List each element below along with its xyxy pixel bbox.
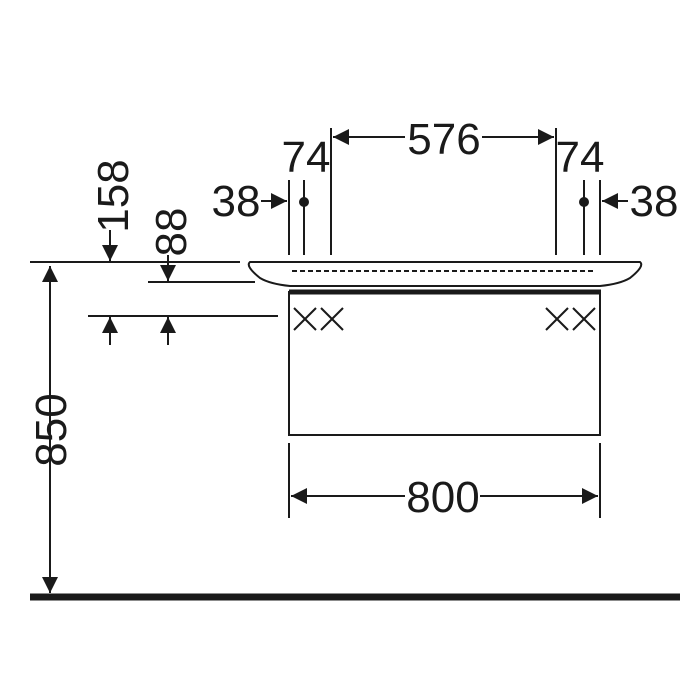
drill-point-left — [299, 197, 309, 207]
dimension-850-label: 850 — [27, 393, 76, 466]
washbasin-outline — [247, 261, 643, 287]
cabinet-body — [288, 291, 601, 436]
dimension-38-left-label: 38 — [212, 177, 261, 226]
dimension-74-right-label: 74 — [556, 133, 605, 182]
dimension-576-label: 576 — [407, 115, 480, 164]
dimension-88-label: 88 — [147, 208, 196, 257]
dimension-158-label: 158 — [89, 159, 138, 232]
dimension-800-label: 800 — [406, 473, 479, 522]
fixing-marks-left — [293, 307, 344, 331]
fixing-marks-right — [545, 307, 596, 331]
drill-point-right — [579, 197, 589, 207]
dimension-38-right-label: 38 — [630, 177, 679, 226]
dimension-74-left-label: 74 — [282, 133, 331, 182]
